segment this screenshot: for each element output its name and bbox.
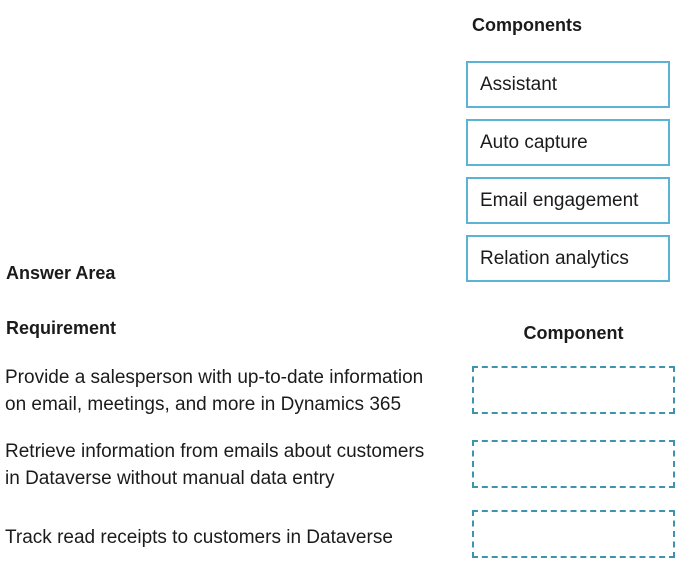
component-option-label: Auto capture xyxy=(480,131,588,153)
answer-area-title: Answer Area xyxy=(6,263,116,283)
requirement-column-header: Requirement xyxy=(6,318,117,338)
component-option-relation-analytics[interactable]: Relation analytics xyxy=(466,235,670,282)
requirement-text: Retrieve information from emails about c… xyxy=(5,441,425,489)
component-column-header: Component xyxy=(523,323,624,343)
component-option-label: Email engagement xyxy=(480,189,639,211)
component-option-email-engagement[interactable]: Email engagement xyxy=(466,177,670,224)
component-drop-target-1[interactable] xyxy=(472,366,675,414)
requirement-text: Track read receipts to customers in Data… xyxy=(5,527,393,548)
component-option-auto-capture[interactable]: Auto capture xyxy=(466,119,670,166)
component-option-assistant[interactable]: Assistant xyxy=(466,61,670,108)
component-drop-target-3[interactable] xyxy=(472,510,675,558)
component-option-label: Assistant xyxy=(480,73,558,95)
component-drop-target-2[interactable] xyxy=(472,440,675,488)
component-option-label: Relation analytics xyxy=(480,247,629,269)
components-panel-title: Components xyxy=(472,15,582,35)
requirement-text: Provide a salesperson with up-to-date in… xyxy=(5,367,424,415)
